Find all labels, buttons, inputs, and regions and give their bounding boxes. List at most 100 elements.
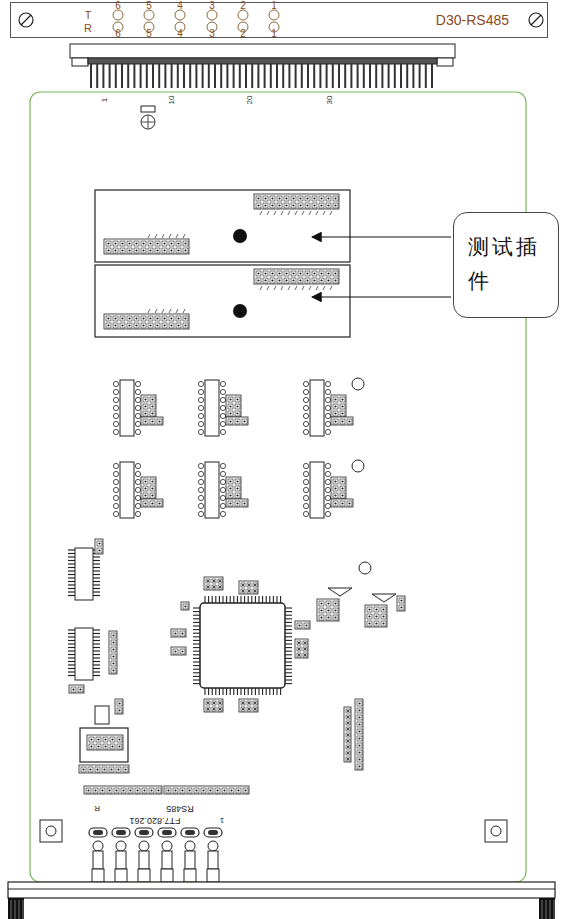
soic-pin — [93, 647, 100, 648]
silk-tick — [302, 286, 304, 290]
pin-pad — [155, 316, 160, 321]
pin-header — [141, 477, 156, 499]
dip-pin — [220, 421, 225, 426]
pin-dot — [327, 609, 329, 611]
pin-dot — [89, 768, 91, 770]
pin-dot — [229, 502, 231, 504]
pin-dot — [144, 405, 146, 407]
pin-header — [239, 699, 258, 712]
pin-pad — [235, 397, 240, 402]
pin-pad — [212, 579, 216, 583]
panel-label: 3 — [209, 1, 215, 11]
pin-dot — [108, 789, 110, 791]
pin-dot — [229, 480, 231, 482]
pin-dot — [327, 272, 329, 274]
panel-label: 2 — [240, 29, 246, 39]
pin-pad — [141, 248, 146, 253]
pin-pad — [162, 248, 167, 253]
dip-pin — [198, 429, 203, 434]
pin-header — [84, 786, 162, 794]
pin-pad — [305, 278, 310, 283]
soic-pin — [68, 591, 75, 592]
qfp-pin — [233, 688, 234, 695]
dip-pin — [325, 405, 330, 410]
pin-pad — [148, 241, 153, 246]
connector-pin — [326, 64, 328, 88]
pin-pad — [143, 479, 148, 484]
pin-header — [171, 647, 186, 655]
pin-header-outline — [141, 499, 163, 507]
qfp-pin — [285, 622, 292, 623]
pin-dot — [156, 249, 158, 251]
pin-dot — [121, 324, 123, 326]
pin-dot — [90, 745, 92, 747]
pin-header-outline — [239, 699, 258, 712]
mount-block — [485, 820, 507, 842]
dip-pin — [135, 389, 140, 394]
connector-pin — [394, 64, 396, 88]
pin-pad — [298, 278, 303, 283]
connector-pin — [90, 64, 92, 88]
pin-dot — [151, 420, 153, 422]
pin-header — [355, 699, 363, 770]
pin-pad — [89, 744, 94, 749]
soic-pin — [93, 633, 100, 634]
soic-pin — [68, 553, 75, 554]
qfp-pin — [285, 683, 292, 684]
handle-ridge — [15, 900, 16, 919]
pin-dot — [129, 789, 131, 791]
connector-pin — [388, 64, 390, 88]
pin-dot — [320, 616, 322, 618]
pin-pad — [169, 323, 174, 328]
pin-pad — [228, 486, 233, 491]
connector-pin — [127, 64, 129, 88]
dip-pin — [198, 495, 203, 500]
pin-dot — [341, 412, 343, 414]
pin-pad — [117, 744, 122, 749]
pin-dot — [124, 768, 126, 770]
pin-dot — [144, 420, 146, 422]
pin-dot — [170, 249, 172, 251]
pin-pad — [326, 271, 331, 276]
connector-ear — [437, 58, 453, 66]
panel-label: T — [85, 10, 92, 21]
pin-pad — [346, 745, 350, 749]
connector-pin — [214, 64, 216, 88]
coax-cap — [184, 869, 196, 882]
soic-pin — [93, 595, 100, 596]
pin-dot — [341, 420, 343, 422]
pin-pad — [106, 316, 111, 321]
pin-pad — [340, 397, 345, 402]
pin-pad — [176, 316, 181, 321]
pin-pad — [120, 323, 125, 328]
pin-pad — [128, 788, 133, 793]
pin-dot — [121, 249, 123, 251]
faceplate-bar — [8, 882, 555, 898]
pin-pad — [242, 501, 247, 506]
pin-pad — [218, 579, 222, 583]
pin-pad — [357, 722, 362, 727]
pin-dot — [156, 324, 158, 326]
pin-pad — [143, 486, 148, 491]
pin-pad — [319, 278, 324, 283]
pin-pad — [367, 607, 372, 612]
pin-pad — [218, 707, 222, 711]
pin-dot — [114, 242, 116, 244]
pin-dot — [82, 768, 84, 770]
pin-pad — [150, 501, 155, 506]
pin-header-outline — [141, 477, 156, 499]
pin-pad — [150, 404, 155, 409]
pin-dot — [285, 197, 287, 199]
soic-pin — [93, 664, 100, 665]
pin-dot — [347, 722, 349, 724]
pin-dot — [292, 197, 294, 199]
dip-pin — [198, 471, 203, 476]
qfp-pin — [269, 596, 270, 603]
soic-pin — [68, 560, 75, 561]
pin-dot — [110, 768, 112, 770]
pin-dot — [334, 405, 336, 407]
qfp-pin — [226, 688, 227, 695]
coax-body — [162, 851, 172, 869]
pin-pad — [263, 278, 268, 283]
pin-pad — [155, 241, 160, 246]
